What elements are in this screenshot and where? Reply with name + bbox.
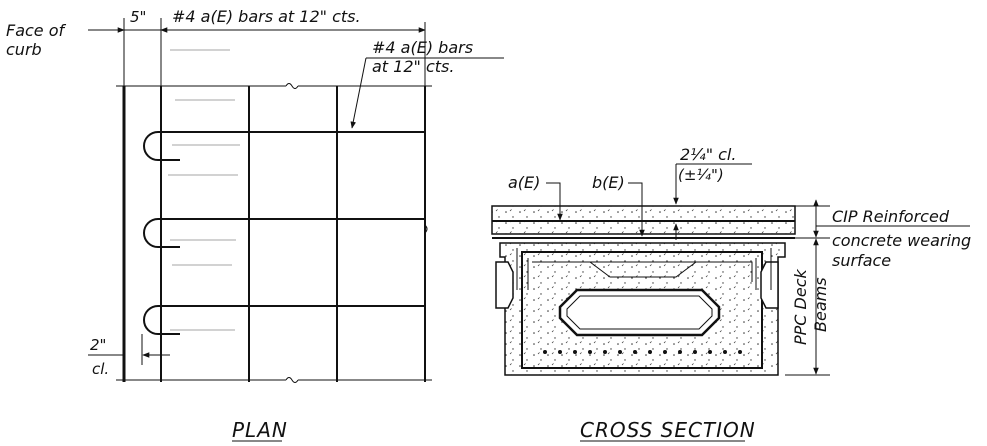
b-bar-bend bbox=[589, 261, 697, 278]
octagonal-void-inner bbox=[566, 295, 713, 330]
ppc-label-2: Beams bbox=[811, 277, 830, 332]
edge-mark-right bbox=[424, 224, 428, 234]
faint-texture bbox=[168, 49, 240, 331]
hooked-bar-1 bbox=[143, 131, 425, 161]
plan-view: Face of curb 5" #4 a(E) bars at 12" cts. bbox=[6, 7, 504, 442]
clear-label-1: 2" bbox=[90, 336, 106, 354]
stirrup-cage bbox=[521, 251, 763, 369]
bar-a-label: a(E) bbox=[508, 173, 540, 192]
octagonal-void bbox=[558, 288, 721, 337]
ppc-label-1: PPC Deck bbox=[791, 268, 810, 345]
bar-a-leader bbox=[546, 182, 563, 221]
plan-title: PLAN bbox=[232, 418, 288, 442]
prestress-strands bbox=[543, 350, 742, 354]
cross-section-view: a(E) b(E) 2¼" cl. (±¼") CIP Reinforced c… bbox=[491, 145, 971, 442]
cip-label-2: concrete wearing bbox=[832, 231, 971, 250]
shear-key-right bbox=[760, 261, 779, 309]
bars-label-1: #4 a(E) bars bbox=[372, 38, 473, 57]
bars-leader bbox=[350, 57, 367, 129]
break-line-bottom bbox=[116, 377, 432, 383]
hooked-bar-3 bbox=[143, 305, 425, 335]
bars-label-2: at 12" cts. bbox=[372, 57, 454, 76]
stirrup-legs bbox=[527, 258, 757, 290]
top-bars-label: #4 a(E) bars at 12" cts. bbox=[172, 7, 361, 26]
cip-label-1: CIP Reinforced bbox=[832, 207, 950, 226]
cover-label-2: (±¼") bbox=[678, 166, 724, 184]
face-of-curb-label-2: curb bbox=[6, 40, 42, 59]
face-of-curb-label-1: Face of bbox=[6, 21, 67, 40]
cross-section-title: CROSS SECTION bbox=[580, 418, 756, 442]
shear-key-left bbox=[495, 261, 514, 309]
cover-label-1: 2¼" cl. bbox=[680, 145, 736, 164]
dim-5in-label: 5" bbox=[130, 8, 146, 26]
bar-b-leader bbox=[628, 182, 645, 237]
clear-label-2: cl. bbox=[92, 360, 109, 378]
bar-b-label: b(E) bbox=[592, 173, 625, 192]
b-bar-inner bbox=[532, 261, 753, 282]
break-line-top bbox=[116, 83, 432, 89]
hooked-bar-2 bbox=[143, 218, 425, 248]
cip-label-3: surface bbox=[832, 251, 891, 270]
